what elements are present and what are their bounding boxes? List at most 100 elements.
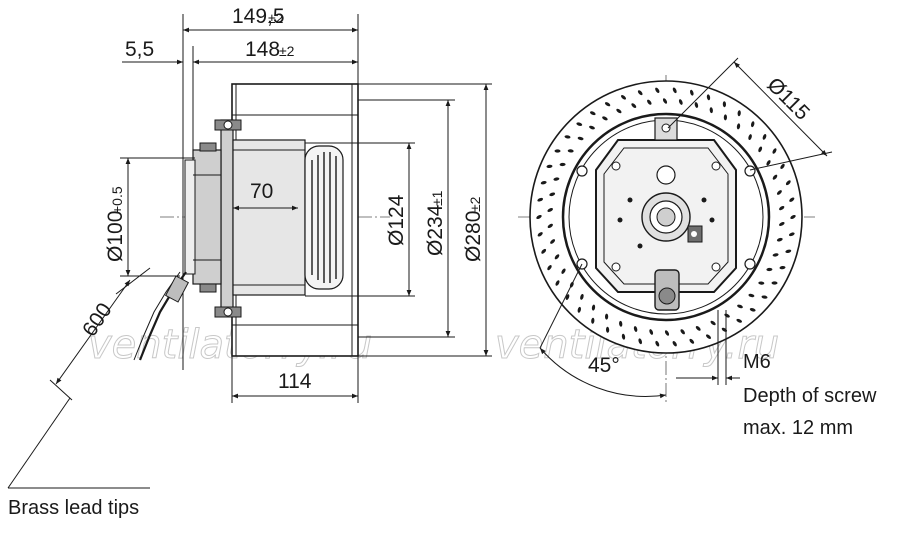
blade-slot	[789, 197, 795, 202]
blade-slot	[776, 190, 782, 195]
side-dimensions: 149,5 ±2 148 ±2 5,5 70 114 Ø100 +0.5 Ø12…	[7, 5, 492, 519]
blade-slot	[785, 180, 791, 186]
blade-slot	[780, 163, 785, 169]
blade-slot	[779, 265, 786, 270]
dim-impeller-diameter-tol: ±2	[467, 196, 483, 212]
blade-slot	[647, 99, 652, 105]
blade-slot	[589, 125, 595, 130]
blade-slot	[549, 192, 556, 197]
dim-impeller-diameter: Ø280	[462, 211, 485, 262]
blade-slot	[664, 330, 670, 336]
blade-slot	[748, 293, 755, 298]
blade-slot	[766, 267, 773, 272]
blade-slot	[547, 265, 552, 271]
blade-slot	[561, 268, 566, 274]
dim-overall-length-tol: ±2	[268, 10, 284, 26]
blade-slot	[555, 280, 560, 286]
blade-slot	[621, 333, 626, 340]
blade-slot	[546, 164, 553, 169]
blade-slot	[662, 98, 668, 104]
blade-slot	[633, 326, 638, 332]
blade-slot	[678, 99, 683, 105]
note-cable-tips: Brass lead tips	[8, 497, 139, 519]
dim-angle: 45°	[588, 354, 620, 377]
dim-housing-length: 148	[245, 38, 280, 61]
dim-inlet-diameter: Ø234	[424, 204, 447, 256]
blade-slot	[637, 90, 643, 96]
blade-slot	[772, 174, 778, 180]
blade-slot	[709, 107, 713, 114]
note-screw-depth-label: Depth of screw	[743, 385, 877, 407]
blade-slot	[564, 135, 571, 139]
blade-slot	[672, 87, 677, 94]
blade-slot	[602, 116, 608, 121]
front-view	[518, 75, 815, 405]
dim-flange-offset: 5,5	[125, 38, 154, 61]
blade-slot	[604, 102, 611, 107]
dim-overall-length: 149,5	[232, 5, 285, 28]
blade-slot	[638, 338, 642, 345]
blade-slot	[619, 320, 623, 327]
blade-slot	[537, 232, 543, 237]
blade-slot	[737, 304, 743, 309]
blade-slot	[554, 254, 560, 260]
blade-slot	[689, 338, 695, 344]
blade-slot	[779, 222, 785, 226]
dim-housing-length-tol: ±2	[279, 43, 295, 59]
blade-slot	[694, 102, 699, 108]
blade-slot	[788, 232, 795, 237]
blade-slot	[723, 114, 728, 121]
side-view	[133, 14, 390, 403]
cable	[133, 271, 190, 361]
blade-slot	[577, 136, 584, 141]
blade-slot	[616, 108, 622, 114]
blade-slot	[604, 313, 609, 320]
blade-slot	[620, 95, 627, 100]
blade-slot	[690, 89, 694, 96]
blade-slot	[577, 306, 581, 313]
note-screw-depth-value: max. 12 mm	[743, 417, 853, 439]
blade-slot	[580, 293, 584, 300]
blade-slot	[771, 281, 778, 285]
dim-impeller-width: 114	[278, 370, 312, 393]
blade-slot	[540, 180, 547, 185]
blade-slot	[749, 308, 756, 312]
blade-slot	[567, 149, 574, 153]
dim-motor-diameter: Ø124	[385, 194, 408, 246]
blade-slot	[559, 162, 566, 167]
blade-slot	[591, 304, 596, 311]
blade-slot	[680, 329, 685, 335]
blade-slot	[736, 318, 743, 323]
blade-slot	[547, 223, 553, 229]
note-screw-thread: M6	[743, 351, 771, 373]
blade-slot	[553, 177, 560, 181]
blade-slot	[550, 239, 556, 244]
blade-slot	[705, 334, 712, 339]
dim-motor-depth: 70	[250, 180, 273, 203]
blade-slot	[695, 326, 701, 331]
blade-slot	[537, 197, 544, 202]
blade-slot	[722, 101, 727, 108]
blade-slot	[672, 341, 677, 347]
blade-slot	[785, 249, 792, 254]
blade-slot	[554, 149, 561, 153]
blade-slot	[605, 326, 610, 333]
blade-slot	[655, 340, 660, 347]
blade-slot	[776, 237, 783, 242]
blade-slot	[576, 122, 583, 126]
blade-slot	[772, 253, 779, 257]
blade-slot	[779, 205, 785, 211]
blade-slot	[591, 317, 595, 324]
dim-inlet-diameter-tol: ±1	[429, 190, 445, 206]
blade-slot	[631, 103, 637, 108]
blade-slot	[790, 214, 796, 220]
blade-slot	[706, 94, 711, 101]
blade-slot	[536, 214, 542, 220]
blade-slot	[655, 87, 660, 93]
blade-slot	[649, 329, 654, 335]
blade-slot	[589, 111, 596, 116]
blade-slot	[710, 320, 716, 326]
dim-hub-diameter-tol: +0.5	[109, 186, 125, 214]
blade-slot	[547, 208, 553, 212]
